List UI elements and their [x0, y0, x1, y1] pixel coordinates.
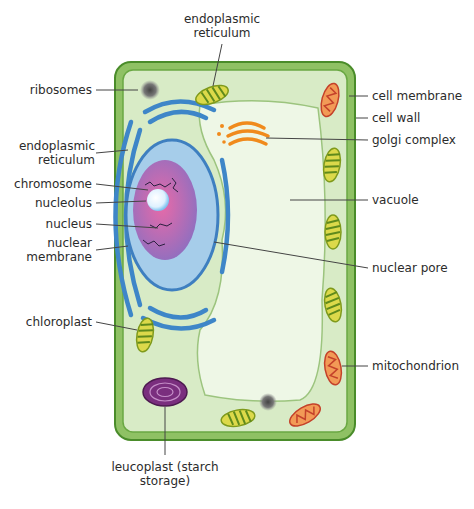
part-label: endoplasmic reticulum	[172, 12, 272, 40]
cell-membrane	[123, 70, 347, 432]
chromosome	[143, 178, 178, 246]
mitochondrion	[322, 350, 344, 386]
part-label: cell wall	[372, 111, 420, 125]
part-label: endoplasmic reticulum	[3, 139, 95, 167]
chloroplast	[321, 147, 343, 183]
ribosome	[140, 80, 160, 100]
endoplasmic-reticulum	[116, 101, 229, 328]
chloroplast	[220, 407, 256, 429]
part-label: nuclear pore	[372, 261, 448, 275]
chloroplast	[193, 82, 230, 109]
cell-wall	[115, 62, 355, 440]
mitochondrion	[286, 400, 323, 431]
golgi-complex	[217, 123, 268, 144]
nucleolus	[147, 189, 169, 211]
part-label: leucoplast (starch storage)	[105, 460, 225, 488]
part-label: cell membrane	[372, 89, 462, 103]
part-label: nucleus	[46, 217, 92, 231]
chloroplast	[134, 317, 156, 353]
nucleus	[133, 160, 197, 260]
leucoplast	[143, 378, 187, 406]
part-label: ribosomes	[30, 83, 92, 97]
part-label: mitochondrion	[372, 359, 459, 373]
vacuole	[197, 101, 325, 402]
ribosome	[259, 393, 277, 411]
part-label: nuclear membrane	[12, 236, 92, 264]
part-label: golgi complex	[372, 133, 456, 147]
chloroplast	[322, 287, 344, 323]
part-label: nucleolus	[35, 196, 92, 210]
mitochondrion	[318, 82, 342, 119]
leader-lines	[96, 44, 368, 455]
nuclear-membrane	[126, 140, 218, 290]
part-label: chloroplast	[26, 315, 92, 329]
part-label: chromosome	[14, 177, 92, 191]
chloroplast	[325, 215, 341, 249]
part-label: vacuole	[372, 193, 419, 207]
